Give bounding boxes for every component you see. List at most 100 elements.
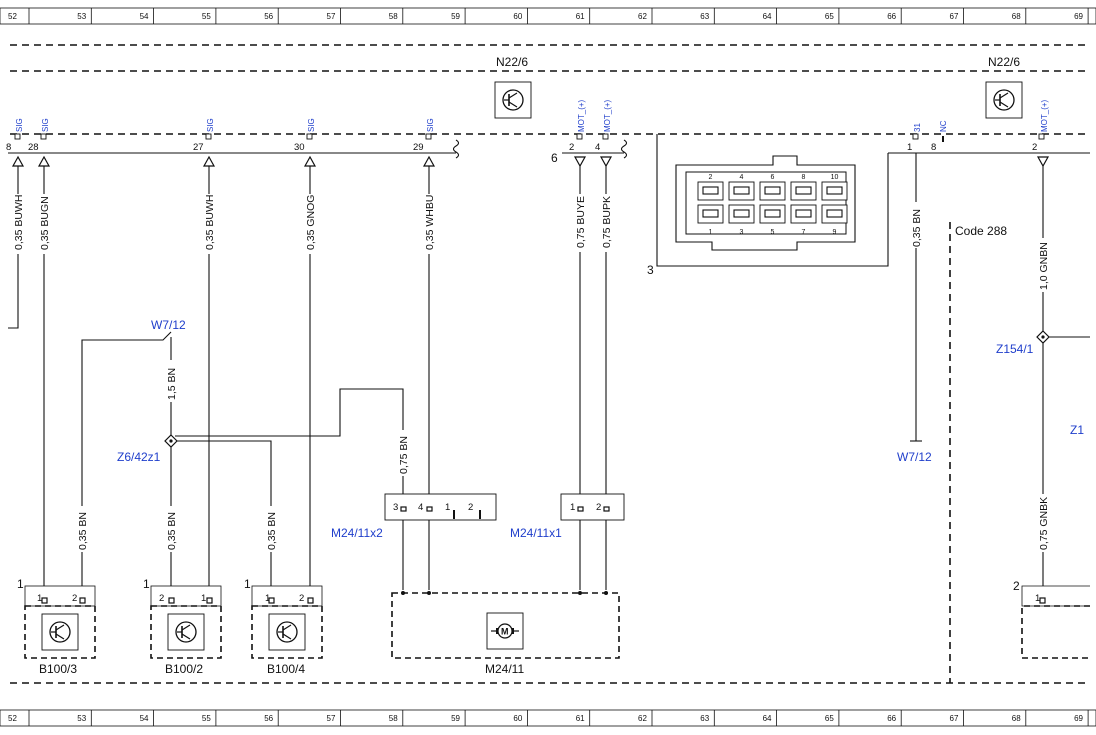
ruler-number: 62 [638,12,647,21]
ruler-number: 59 [451,714,460,723]
pin-arrow-icon [303,155,317,167]
transistor-icon [167,613,205,651]
connector-cavity: 5 [759,204,786,236]
ruler-number: 57 [327,714,336,723]
ruler-number: 67 [950,12,959,21]
ground-point-label: W7/12 [151,318,186,332]
ruler-number: 54 [140,714,149,723]
cavity-number: 8 [802,174,806,181]
connector-label: M24/11x2 [331,526,383,540]
cavity-number: 3 [740,229,744,236]
svg-text:2: 2 [72,593,77,604]
n22-6-label-right: N22/6 [988,55,1020,69]
connector-cavity: 1 [697,204,724,236]
wire-label: 1,5 BN [166,368,178,400]
ruler-number: 59 [451,12,460,21]
component-label: B100/3 [39,662,77,676]
ruler-number: 67 [950,714,959,723]
connector-cavity: 8 [790,174,817,201]
partial-component-right: 2 1 [1013,579,1090,659]
svg-text:2: 2 [299,593,304,604]
signal-label-sig: SIG [41,118,50,132]
svg-text:1: 1 [143,577,150,591]
pin-number: 8 [6,142,11,153]
connector-cavity: 4 [728,174,755,201]
ruler-number: 64 [763,714,772,723]
ruler-number: 53 [77,714,86,723]
code-288-label: Code 288 [955,224,1007,238]
svg-text:2: 2 [468,502,473,513]
svg-text:3: 3 [393,502,398,513]
ruler-number: 54 [140,12,149,21]
signal-label-mot: MOT_(+) [577,99,586,132]
svg-text:1: 1 [1035,593,1040,604]
transistor-icon [41,613,79,651]
svg-text:1: 1 [17,577,24,591]
ruler-number: 58 [389,12,398,21]
pin-number: 8 [931,142,936,153]
pin-number: 1 [907,142,912,153]
ruler-number: 64 [763,12,772,21]
cavity-number: 5 [771,229,775,236]
n22-6-label-left: N22/6 [496,55,528,69]
sensor-b100-2: 2 1 1 B100/2 [143,577,222,676]
transistor-icon [494,81,532,119]
ruler-number: 61 [576,714,585,723]
splice-label: Z6/42z1 [117,450,161,464]
ruler-number: 60 [513,12,522,21]
svg-text:2: 2 [596,502,601,513]
pin-arrow-icon [1036,156,1050,168]
connector-cavity: 6 [759,174,786,201]
cavity-number: 7 [802,229,806,236]
svg-text:2: 2 [1013,579,1020,593]
component-label: M24/11 [485,662,524,676]
wire-label: 0,75 BN [398,436,410,474]
pin-number: 29 [413,142,424,153]
wire-label: 0,35 BN [266,512,278,550]
ruler-number: 68 [1012,12,1021,21]
pin-number: 3 [647,263,654,277]
signal-label-sig: SIG [206,118,215,132]
wire-label: 0,35 GNOG [305,195,317,250]
ruler-number: 68 [1012,714,1021,723]
splice-label: Z154/1 [996,342,1034,356]
splice-icon [164,434,178,448]
svg-text:1: 1 [201,593,206,604]
svg-text:1: 1 [37,593,42,604]
ruler-number: 65 [825,12,834,21]
ruler-number: 53 [77,12,86,21]
cavity-number: 1 [709,229,713,236]
cavity-number: 9 [833,229,837,236]
ruler-number: 65 [825,714,834,723]
signal-label-sig: SIG [15,118,24,132]
signal-label-mot: MOT_(+) [603,99,612,132]
ruler-number: 52 [8,714,17,723]
component-label: B100/4 [267,662,305,676]
wire-label: 0,75 BUPK [601,196,613,248]
wire-label: 0,35 BUGN [39,196,51,250]
ruler-number: 58 [389,714,398,723]
pin-arrow-icon [573,156,587,168]
pin-number: 2 [1032,142,1037,153]
connector-cavity: 2 [697,174,724,201]
component-label: B100/2 [165,662,203,676]
wire-label: 0,75 BUYE [575,196,587,248]
sensor-b100-4: 1 2 1 B100/4 [244,577,323,676]
ruler-number: 62 [638,714,647,723]
svg-text:M: M [501,627,509,637]
wire-label: 0,35 BUWH [204,195,216,250]
ruler-number: 60 [513,714,522,723]
ruler-number: 66 [887,12,896,21]
motor-m24-11: M M24/11 [391,591,620,676]
connector-cavity: 3 [728,204,755,236]
transistor-icon [268,613,306,651]
pin-number: 28 [28,142,39,153]
wire-label: 1,0 GNBN [1038,242,1050,290]
signal-label-mot: MOT_(+) [1040,99,1049,132]
top-ruler [0,7,1096,25]
wire-label: 0,75 GNBK [1038,497,1050,550]
ruler-number: 52 [8,12,17,21]
transistor-icon [985,81,1023,119]
ruler-number: 66 [887,714,896,723]
